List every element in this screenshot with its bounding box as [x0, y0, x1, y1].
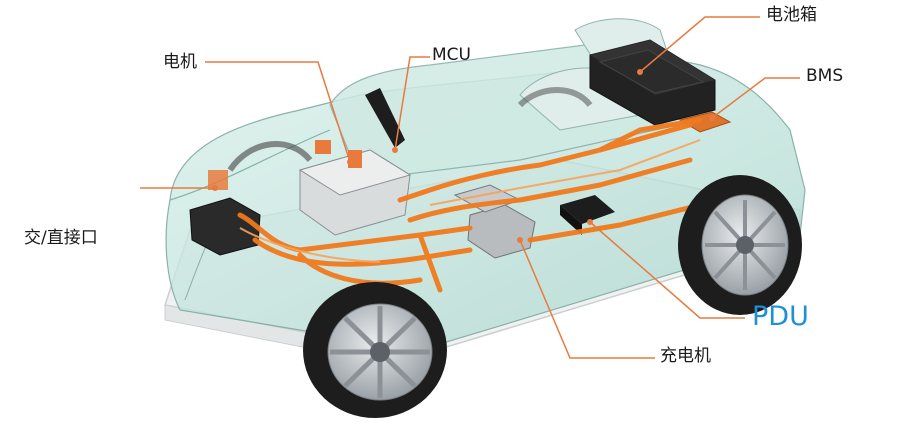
leader-bms — [711, 77, 800, 119]
leader-pdu — [589, 221, 745, 319]
label-pdu: PDU — [752, 301, 809, 332]
label-mcu: MCU — [432, 45, 471, 65]
label-bms: BMS — [806, 66, 844, 86]
bms-unit — [678, 111, 732, 133]
label-ac-dc-port: 交/直接口 — [24, 228, 98, 248]
leader-battery — [639, 16, 760, 73]
wiring-harness — [237, 117, 703, 293]
mcu-bracket — [365, 88, 405, 148]
leader-lines — [140, 16, 800, 359]
leader-charger — [519, 239, 655, 359]
label-battery-box: 电池箱 — [766, 5, 817, 25]
label-motor: 电机 — [163, 52, 197, 72]
leader-mcu — [394, 56, 430, 151]
leader-motor — [205, 61, 351, 163]
label-charger: 充电机 — [660, 346, 711, 366]
pdu-box — [560, 195, 615, 224]
